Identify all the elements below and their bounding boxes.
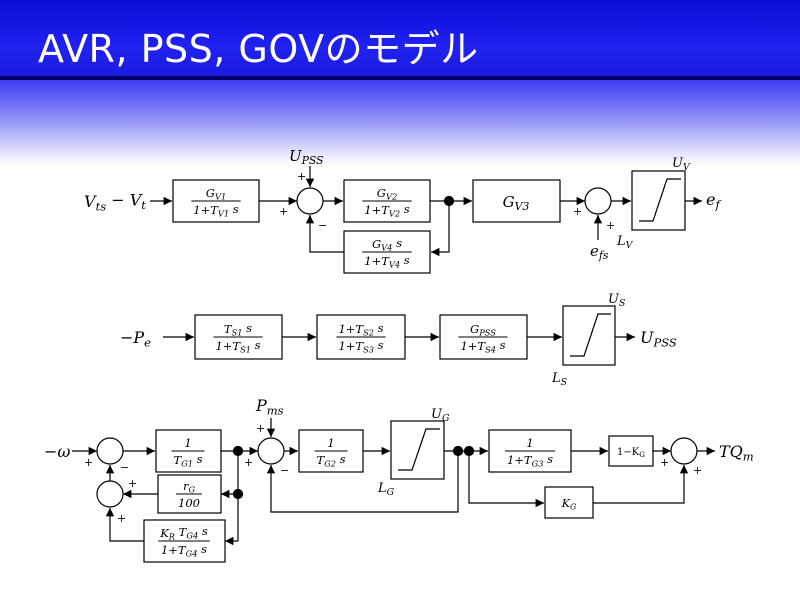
tf-numerator: GV2​ [377,186,397,201]
sign: + [128,477,137,490]
sign: + [660,456,669,469]
tf-numerator: TS1​ s [224,321,252,337]
gov-block-tg3-tf: 1 1+TG3​ s [504,436,556,468]
tf-denominator: 1+TS3​ s [338,338,383,354]
tf-numerator: 1 [327,436,334,450]
tf-denominator: 1+TS4​ s [460,338,505,354]
wire [431,201,450,257]
avr-block-gv2-tf: GV2​1+TV2​ s [362,186,412,218]
gov-block-kr-tf: KR​ TG4​ s1+TG4​ s [158,524,210,558]
tf-denominator: 1+TS1​ s [215,338,260,354]
pss-block-3-tf: GPSS​1+TS4​ s [458,322,508,354]
gov-ug-label: UG​ [431,407,450,424]
sign: − [280,464,289,477]
gov-lg-label: LG​ [377,481,395,498]
gov-output-label: TQm​ [719,442,754,463]
pss-output-label: UPSS​ [640,328,677,349]
tf-denominator: 1+TV1​ s [193,202,239,218]
avr-sum-junction-1 [296,187,324,215]
tf-denominator: 1+TG3​ s [507,452,553,468]
gov-limiter [390,420,445,480]
avr-lv-label: LV​ [616,234,634,251]
wire [468,451,544,508]
avr-input-label: Vts​ − Vt​ [84,191,146,214]
tf-numerator: KR​ TG4​ s [159,524,208,541]
wire [105,508,144,542]
tf-numerator: GV1​ [206,186,226,201]
title-gradient [0,80,800,165]
gov-sum-junction-2 [96,480,124,508]
title-rule [0,76,800,80]
gov-block-rg-tf: rG​ 100 [176,479,202,510]
avr-upss-input-label: UPSS​ [289,147,324,167]
sign: + [573,205,582,218]
limiter-curve [639,178,681,222]
tf-denominator: 1+TV4​ s [364,253,410,269]
avr-efs-label: efs​ [590,242,609,262]
wire [593,465,689,504]
sign: − [318,219,327,232]
pss-section: −Pe​ TS1​ s1+TS1​ s 1+TS2​ s1+TS3​ s GPS… [120,292,677,388]
pss-block-2-tf: 1+TS2​ s1+TS3​ s [336,321,386,354]
wire [305,215,344,253]
gov-block-kg-label: KG​ [561,497,577,511]
gov-pms-label: Pms​ [255,396,284,417]
avr-block-gv1-tf: GV1​1+TV1​ s [191,186,241,218]
tf-denominator: TG1​ s [173,452,202,468]
sign: + [244,456,253,469]
tf-denominator: 1+TG4​ s [161,542,207,558]
limiter-curve [398,428,440,471]
avr-sum-junction-2 [584,187,612,215]
gov-block-one-minus-kg-label: 1−KG​ [617,447,645,459]
sign: + [256,422,265,435]
sign: + [279,205,288,218]
sign: + [117,512,126,525]
sign: + [84,456,93,469]
wire [266,451,459,513]
tf-denominator: 100 [178,496,200,510]
tf-numerator: 1 [526,436,533,450]
avr-block-gv4-tf: GV4​ s1+TV4​ s [362,236,412,269]
pss-ls-label: LS​ [551,371,567,388]
gov-input-label: −ω [44,442,70,461]
tf-denominator: TG2​ s [316,452,345,468]
pss-block-1-tf: TS1​ s1+TS1​ s [213,321,263,354]
avr-output-label: ef​ [706,190,721,211]
sign: + [693,464,702,477]
sign: − [120,461,129,474]
sign: + [297,170,306,183]
pss-limiter [562,305,616,366]
tf-numerator: 1 [184,436,191,450]
avr-section: Vts​ − Vt​ GV1​1+TV1​ s UPSS​ + + − GV2​… [84,147,721,274]
gov-sum-junction-3 [257,437,285,465]
title-bar: AVR, PSS, GOVのモデル [0,0,800,78]
pss-input-label: −Pe​ [120,328,151,349]
tf-numerator: rG​ [183,479,196,494]
tf-numerator: 1+TS2​ s [338,321,383,337]
pss-us-label: US​ [608,292,625,309]
tf-numerator: GV4​ s [372,236,402,252]
avr-uv-label: UV​ [672,156,691,173]
slide-title: AVR, PSS, GOVのモデル [38,27,479,71]
sign: + [606,219,615,232]
tf-numerator: GPSS​ [470,322,496,337]
tf-denominator: 1+TV2​ s [364,202,410,218]
avr-block-gv3-label: GV3​ [503,193,530,213]
gov-sum-junction-4 [670,437,698,465]
limiter-curve [570,313,611,357]
